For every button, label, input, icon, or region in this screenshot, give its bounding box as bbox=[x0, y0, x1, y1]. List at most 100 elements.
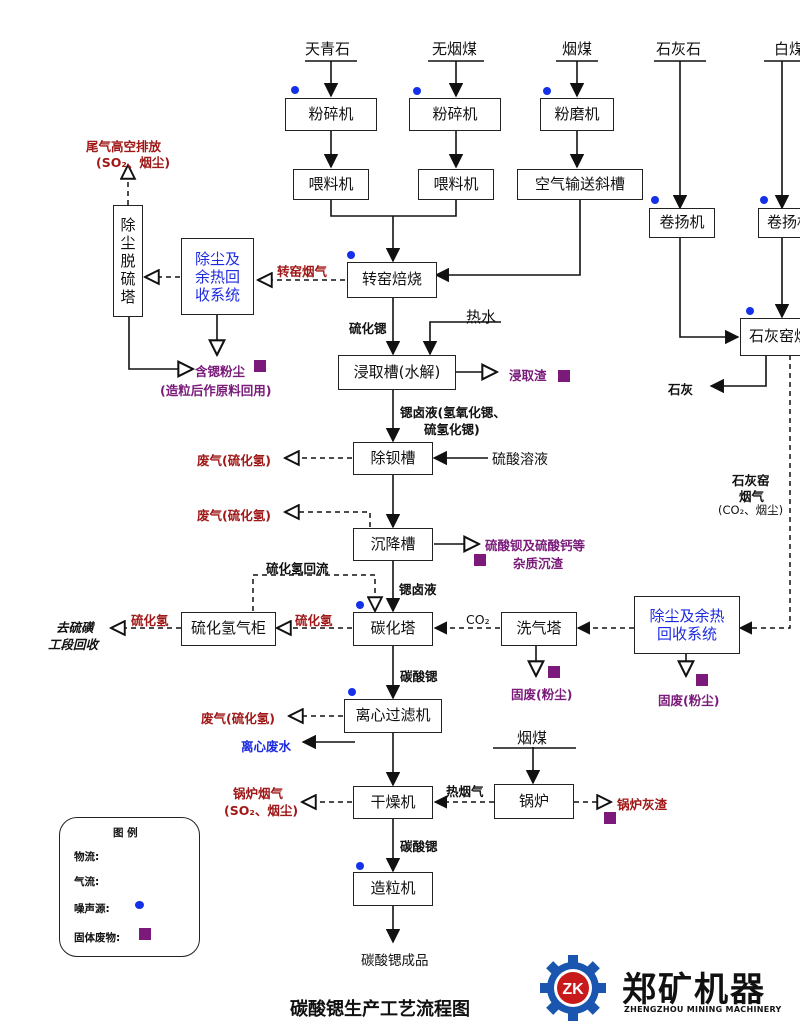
sr-brine-label: 锶卤液 bbox=[399, 582, 437, 597]
dust-recovery-line-1: 除尘及 bbox=[194, 249, 240, 268]
noise-dot-grinder bbox=[543, 87, 551, 95]
waste-gas-2-label: 废气(硫化氢) bbox=[197, 508, 271, 523]
boiler-flue-label-2: (SO₂、烟尘) bbox=[224, 803, 299, 818]
raw-anthracite: 无烟煤 bbox=[432, 40, 478, 58]
raw-coal: 烟煤 bbox=[562, 40, 593, 58]
solid-waste-2-label: 固废(粉尘) bbox=[658, 693, 720, 708]
tail-gas-label: 尾气高空排放 bbox=[86, 139, 162, 154]
desulf-char-3: 脱 bbox=[120, 252, 136, 270]
granulator-box: 造粒机 bbox=[353, 872, 433, 906]
noise-dot-granulator bbox=[356, 862, 364, 870]
desulf-char-2: 尘 bbox=[120, 234, 136, 252]
logo-name: 郑矿机器 bbox=[622, 970, 766, 1010]
centrifuge-box: 离心过滤机 bbox=[344, 699, 442, 733]
hot-flue-label: 热烟气 bbox=[446, 784, 484, 799]
air-chute-box: 空气输送斜槽 bbox=[517, 169, 643, 200]
boiler-flue-label-1: 锅炉烟气 bbox=[233, 786, 284, 801]
raw-dolomite: 白煤 bbox=[774, 40, 800, 58]
kiln-flue-label-2: 烟气 bbox=[739, 489, 765, 504]
dust-recovery-2-line-2: 回收系统 bbox=[656, 625, 717, 643]
legend-box: 图 例 物流: 气流: 噪声源: 固体废物: bbox=[59, 817, 200, 957]
dust-recovery-line-3: 收系统 bbox=[194, 285, 240, 304]
sr-dust-sub-label: (造粒后作原料回用) bbox=[160, 383, 272, 398]
noise-dot-carbonation bbox=[356, 601, 364, 609]
hoist-1-box: 卷扬机 bbox=[649, 208, 715, 238]
impurity-label-2: 杂质沉渣 bbox=[513, 556, 564, 571]
dust-recovery-2-line-1: 除尘及余热 bbox=[649, 607, 725, 625]
noise-dot-centrifuge bbox=[348, 688, 356, 696]
carbonation-tower-box: 碳化塔 bbox=[353, 612, 433, 646]
waste-square-leach bbox=[558, 370, 570, 382]
raw-product: 碳酸锶成品 bbox=[361, 953, 429, 969]
waste-square-boiler bbox=[604, 812, 616, 824]
settling-tank-box: 沉降槽 bbox=[353, 528, 433, 561]
legend-noise-dot bbox=[135, 901, 144, 909]
desulf-char-5: 塔 bbox=[120, 288, 136, 306]
h2s-label-a: 硫化氢 bbox=[295, 613, 333, 628]
lime-kiln-box: 石灰窑炉 bbox=[740, 318, 800, 356]
desulf-char-4: 硫 bbox=[120, 270, 136, 288]
noise-dot-crusher-1 bbox=[291, 86, 299, 94]
legend-gas-flow: 气流: bbox=[74, 876, 100, 888]
boiler-slag-label: 锅炉灰渣 bbox=[617, 797, 668, 812]
noise-dot-hoist-1 bbox=[651, 196, 659, 204]
h2s-holder-box: 硫化氢气柜 bbox=[181, 612, 276, 646]
waste-square-dust-2 bbox=[696, 674, 708, 686]
logo-icon-letters: ZK bbox=[562, 981, 584, 998]
kiln-flue-label-3: (CO₂、烟尘) bbox=[718, 503, 784, 517]
crusher-2-box: 粉碎机 bbox=[409, 98, 501, 131]
waste-square-settling bbox=[474, 554, 486, 566]
waste-square-wash bbox=[548, 666, 560, 678]
feeder-1-box: 喂料机 bbox=[293, 169, 369, 200]
brine-label-2: 硫氢化锶) bbox=[424, 422, 480, 437]
kiln-gas-label: 转窑烟气 bbox=[277, 264, 328, 279]
diagram-title: 碳酸锶生产工艺流程图 bbox=[290, 999, 470, 1020]
dust-recovery-box: 除尘及 余热回 收系统 bbox=[181, 238, 254, 315]
co2-label: CO₂ bbox=[466, 612, 490, 627]
noise-dot-hoist-2 bbox=[760, 196, 768, 204]
sr-carbonate-label-2: 碳酸锶 bbox=[400, 839, 438, 854]
noise-dot-lime-kiln bbox=[746, 307, 754, 315]
grinder-box: 粉磨机 bbox=[540, 98, 614, 131]
hoist-2-box: 卷扬机 bbox=[758, 208, 800, 238]
raw-sulfuric-acid: 硫酸溶液 bbox=[492, 452, 548, 468]
noise-dot-rotary-kiln bbox=[347, 251, 355, 259]
rotary-kiln-box: 转窑焙烧 bbox=[347, 262, 437, 298]
impurity-label-1: 硫酸钡及硫酸钙等 bbox=[485, 538, 586, 553]
raw-limestone: 石灰石 bbox=[656, 40, 702, 58]
noise-dot-crusher-2 bbox=[413, 87, 421, 95]
kiln-flue-label-1: 石灰窑 bbox=[732, 473, 770, 488]
zk-gear-logo-icon: ZK bbox=[540, 955, 606, 1021]
logo-subtitle: ZHENGZHOU MINING MACHINERY bbox=[624, 1005, 782, 1014]
centrifuge-water-label: 离心废水 bbox=[241, 739, 292, 754]
legend-waste-square bbox=[139, 928, 151, 940]
h2s-label-b: 硫化氢 bbox=[131, 613, 169, 628]
sr-carbonate-label-1: 碳酸锶 bbox=[400, 669, 438, 684]
dust-recovery-line-2: 余热回 bbox=[194, 267, 240, 286]
crusher-1-box: 粉碎机 bbox=[285, 98, 377, 131]
feeder-2-box: 喂料机 bbox=[418, 169, 494, 200]
waste-gas-3-label: 废气(硫化氢) bbox=[201, 711, 275, 726]
to-sulfur-label-1: 去硫磺 bbox=[56, 620, 94, 635]
barium-tank-box: 除钡槽 bbox=[353, 442, 433, 475]
desulf-tower-box: 除 尘 脱 硫 塔 bbox=[113, 205, 143, 317]
raw-boiler-coal: 烟煤 bbox=[517, 729, 548, 747]
h2s-return-label: 硫化氢回流 bbox=[266, 561, 329, 576]
waste-square-sr-dust bbox=[254, 360, 266, 372]
sr-dust-label: 含锶粉尘 bbox=[195, 364, 246, 379]
sr-sulfide-label: 硫化锶 bbox=[349, 321, 387, 336]
legend-title: 图 例 bbox=[113, 827, 138, 839]
brine-label-1: 锶卤液(氢氧化锶、 bbox=[400, 405, 506, 420]
lime-label: 石灰 bbox=[668, 382, 694, 397]
legend-solid-waste: 固体废物: bbox=[74, 932, 121, 944]
tail-gas-sub-label: (SO₂、烟尘) bbox=[96, 155, 171, 170]
to-sulfur-label-2: 工段回收 bbox=[48, 637, 99, 652]
leach-residue-label: 浸取渣 bbox=[509, 368, 547, 383]
dust-recovery-2-box: 除尘及余热 回收系统 bbox=[634, 596, 740, 654]
wash-tower-box: 洗气塔 bbox=[501, 612, 577, 646]
leach-tank-box: 浸取槽(水解) bbox=[338, 355, 456, 390]
solid-waste-1-label: 固废(粉尘) bbox=[511, 687, 573, 702]
raw-limestone-raw: 天青石 bbox=[305, 40, 351, 58]
legend-noise-source: 噪声源: bbox=[74, 903, 110, 915]
